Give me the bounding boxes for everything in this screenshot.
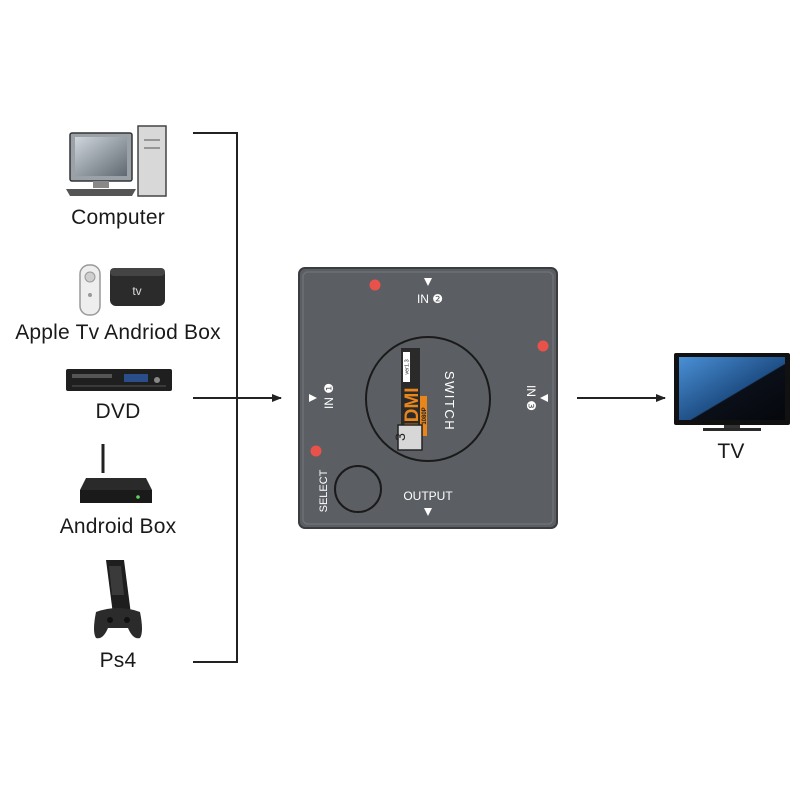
in3-label: IN ❸: [524, 385, 538, 411]
in2-arrow-icon: [424, 278, 432, 286]
led-in1: [310, 445, 322, 457]
tv-icon: [674, 353, 790, 431]
source-label-apple-tv: Apple Tv Andriod Box: [15, 321, 221, 344]
source-bracket: [193, 132, 238, 663]
in2-label: IN ❷: [417, 292, 443, 306]
status-leds: [310, 279, 549, 457]
in1-arrow-icon: [309, 394, 317, 402]
port-count: 3: [392, 433, 408, 441]
source-label-computer: Computer: [71, 206, 165, 229]
source-label-android-box: Android Box: [59, 515, 177, 538]
hdmi-switch: IN ❷ IN ❶ IN ❸ HDMI ver1.3 1080P 3 SWITC…: [298, 267, 558, 529]
port-count-box: [397, 424, 423, 451]
game-console-icon: [94, 560, 142, 639]
svg-text:1080P: 1080P: [422, 407, 428, 424]
hdmi-logo: HDMI ver1.3 1080P: [401, 348, 428, 436]
select-label: SELECT: [318, 469, 330, 512]
output-arrow-icon: [424, 508, 432, 516]
svg-text:ver1.3: ver1.3: [405, 359, 411, 374]
source-label-ps4: Ps4: [99, 649, 137, 672]
source-label-dvd: DVD: [95, 400, 141, 423]
switch-word: SWITCH: [442, 371, 457, 431]
target-label-tv: TV: [717, 440, 745, 463]
output-label: OUTPUT: [403, 489, 453, 503]
svg-text:tv: tv: [132, 284, 141, 298]
in1-label: IN ❶: [322, 383, 336, 409]
svg-text:HDMI: HDMI: [402, 387, 423, 436]
in3-arrow-icon: [540, 394, 548, 402]
android-box-icon: [80, 444, 152, 503]
dvd-player-icon: [66, 369, 172, 391]
switch-center-circle: [365, 336, 491, 462]
select-button[interactable]: [334, 465, 382, 513]
led-in2: [369, 279, 381, 291]
switch-body: [298, 267, 558, 529]
apple-tv-icon: tv: [79, 264, 165, 316]
computer-icon: [66, 125, 167, 197]
led-in3: [537, 340, 549, 352]
